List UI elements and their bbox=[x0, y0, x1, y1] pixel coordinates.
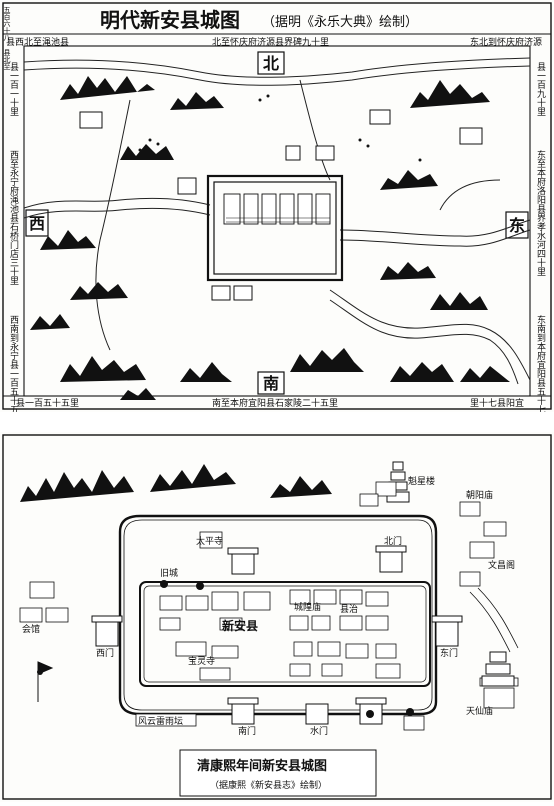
border-right-mid: 东至本府洛阳县界孝水河四十里 bbox=[535, 149, 546, 276]
border-left-bottom: 西南到永宁县一百五十五里 bbox=[8, 315, 19, 412]
page-subtitle: （据明《永乐大典》绘制） bbox=[262, 15, 418, 30]
south-label: 南 bbox=[263, 374, 279, 393]
flag-icon bbox=[37, 661, 54, 702]
pagoda bbox=[386, 461, 410, 503]
map-labels: 旧城 新安县 南门 北门 西门 东门 水门 太平寺 风云雷雨坛 朝阳庙 文昌阁 … bbox=[22, 475, 515, 737]
outer-frame bbox=[2, 2, 552, 410]
label-tianxian: 天仙庙 bbox=[466, 705, 493, 717]
label-wenchang: 文昌阁 bbox=[488, 559, 515, 571]
label-fengyun: 风云雷雨坛 bbox=[138, 716, 183, 727]
border-bottom-right: 里十七县阳宜 bbox=[470, 397, 524, 409]
east-label: 东 bbox=[509, 216, 525, 235]
qing-map-svg: 旧城 新安县 南门 北门 西门 东门 水门 太平寺 风云雷雨坛 朝阳庙 文昌阁 … bbox=[2, 434, 552, 800]
label-xiangqu: 城隍庙 bbox=[294, 601, 321, 613]
city-wall-outer bbox=[206, 174, 344, 282]
border-top-right: 东北到怀庆府济源 bbox=[470, 36, 542, 48]
label-north-gate: 北门 bbox=[384, 535, 402, 547]
inner-city-wall bbox=[139, 581, 431, 687]
city-wall-inner bbox=[213, 181, 337, 275]
corner-note: 五百六十八 县北至 bbox=[3, 6, 11, 70]
label-old-city: 旧城 bbox=[160, 568, 178, 579]
label-east-gate: 东门 bbox=[440, 647, 458, 659]
caption-subtitle: （据康熙《新安县志》绘制） bbox=[210, 779, 327, 791]
outer-city-wall bbox=[118, 514, 438, 716]
rivers bbox=[23, 57, 531, 385]
north-shrine bbox=[285, 145, 301, 161]
ming-dynasty-map: 明代新安县城图 （据明《永乐大典》绘制） 五百六十八 县北至 县西北至渑池县 北… bbox=[2, 2, 552, 423]
label-baojing: 宝灵寺 bbox=[188, 655, 215, 667]
label-hui: 会馆 bbox=[22, 623, 40, 635]
label-kuixing: 魁星楼 bbox=[408, 475, 435, 487]
east-pagoda bbox=[481, 651, 515, 687]
border-bottom-center: 南至本府宜阳县石家陵二十五里 bbox=[212, 397, 338, 409]
city-hatch bbox=[226, 217, 330, 223]
border-top-left: 县西北至渑池县 bbox=[6, 36, 69, 48]
tree-dots bbox=[138, 94, 422, 162]
ming-map-svg: 明代新安县城图 （据明《永乐大典》绘制） 五百六十八 县北至 县西北至渑池县 北… bbox=[2, 2, 552, 423]
label-south-gate: 南门 bbox=[238, 725, 256, 737]
qing-dynasty-map: 旧城 新安县 南门 北门 西门 东门 水门 太平寺 风云雷雨坛 朝阳庙 文昌阁 … bbox=[0, 432, 554, 802]
north-temple bbox=[315, 145, 335, 161]
label-west-gate: 西门 bbox=[96, 647, 114, 659]
east-temple bbox=[459, 127, 483, 145]
border-top-center: 北至怀庆府济源县界碑九十里 bbox=[212, 36, 329, 48]
top-ridge bbox=[20, 464, 332, 502]
river-right bbox=[469, 591, 511, 653]
houses bbox=[159, 589, 401, 681]
label-new-city: 新安县 bbox=[222, 618, 258, 633]
nw-temple bbox=[79, 111, 103, 129]
west-label: 西 bbox=[29, 214, 45, 233]
south-gate-right bbox=[233, 285, 253, 301]
mountains bbox=[30, 76, 510, 400]
border-right-bottom: 东南到本府宜阳县五十七里 bbox=[535, 314, 546, 412]
west-compound bbox=[177, 177, 197, 195]
label-chaoyang: 朝阳庙 bbox=[466, 489, 493, 501]
caption-box bbox=[179, 749, 377, 797]
border-left-top: 县一百一十里 bbox=[8, 62, 19, 116]
border-left-mid: 西至永宁府渑池县石桥门店三十里 bbox=[8, 150, 19, 285]
border-right-top: 县一百九十里 bbox=[535, 62, 546, 116]
ne-temple bbox=[369, 109, 391, 125]
city-buildings bbox=[223, 193, 331, 225]
caption-title: 清康熙年间新安县城图 bbox=[197, 758, 327, 774]
south-marker bbox=[257, 371, 285, 395]
outer-frame-2 bbox=[2, 434, 552, 800]
north-marker bbox=[257, 51, 285, 75]
west-marker bbox=[25, 209, 49, 237]
label-taiping: 太平寺 bbox=[196, 535, 223, 547]
north-label: 北 bbox=[263, 54, 279, 73]
south-gate-left bbox=[211, 285, 231, 301]
label-xian-zhi: 县治 bbox=[340, 603, 358, 615]
outer-city-wall-inner bbox=[123, 519, 433, 711]
gates bbox=[91, 545, 463, 725]
label-water-gate: 水门 bbox=[310, 725, 328, 737]
border-bottom-left: 县一百五十五里 bbox=[16, 397, 79, 409]
page-title: 明代新安县城图 bbox=[100, 8, 240, 32]
